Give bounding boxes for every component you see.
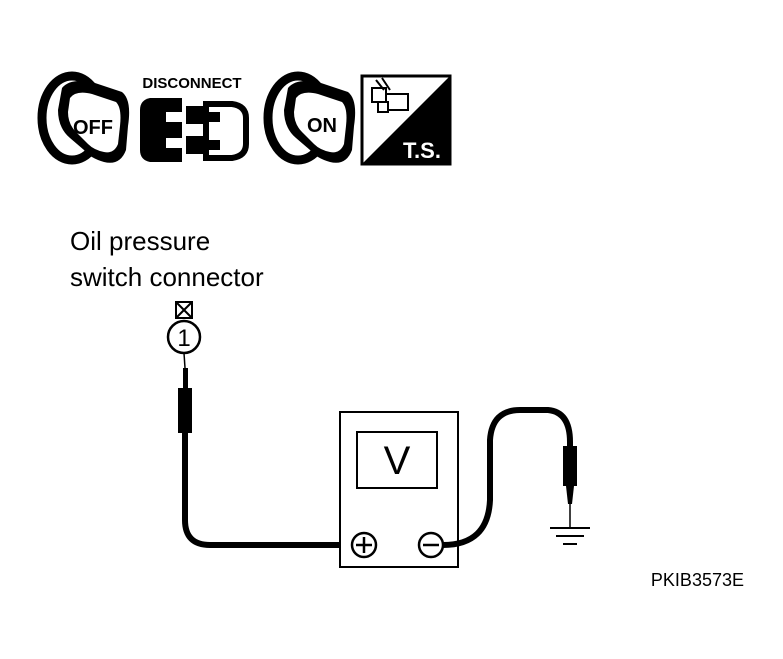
figure-id: PKIB3573E xyxy=(651,570,744,590)
ignition-on-icon: ON xyxy=(263,71,356,165)
trouble-shooting-icon: T.S. xyxy=(360,74,452,166)
voltmeter-display: V xyxy=(384,439,411,483)
ignition-on-label: ON xyxy=(307,115,337,137)
positive-lead-wire xyxy=(182,433,352,548)
terminal-number: 1 xyxy=(177,325,190,352)
negative-probe xyxy=(563,446,577,520)
connector-label-line2: switch connector xyxy=(70,262,264,292)
ignition-off-label: OFF xyxy=(73,117,113,139)
connector-symbol-icon xyxy=(175,301,193,319)
positive-probe xyxy=(178,352,192,433)
ts-label: T.S. xyxy=(403,138,441,163)
negative-lead-wire xyxy=(442,407,573,548)
ground-icon xyxy=(550,520,590,545)
voltmeter: V xyxy=(339,411,459,568)
terminal-marker: 1 xyxy=(166,319,202,355)
disconnect-label: DISCONNECT xyxy=(142,75,241,92)
connector-label-line1: Oil pressure xyxy=(70,226,210,256)
disconnect-icon: DISCONNECT xyxy=(140,75,249,162)
ignition-off-icon: OFF xyxy=(37,71,130,165)
